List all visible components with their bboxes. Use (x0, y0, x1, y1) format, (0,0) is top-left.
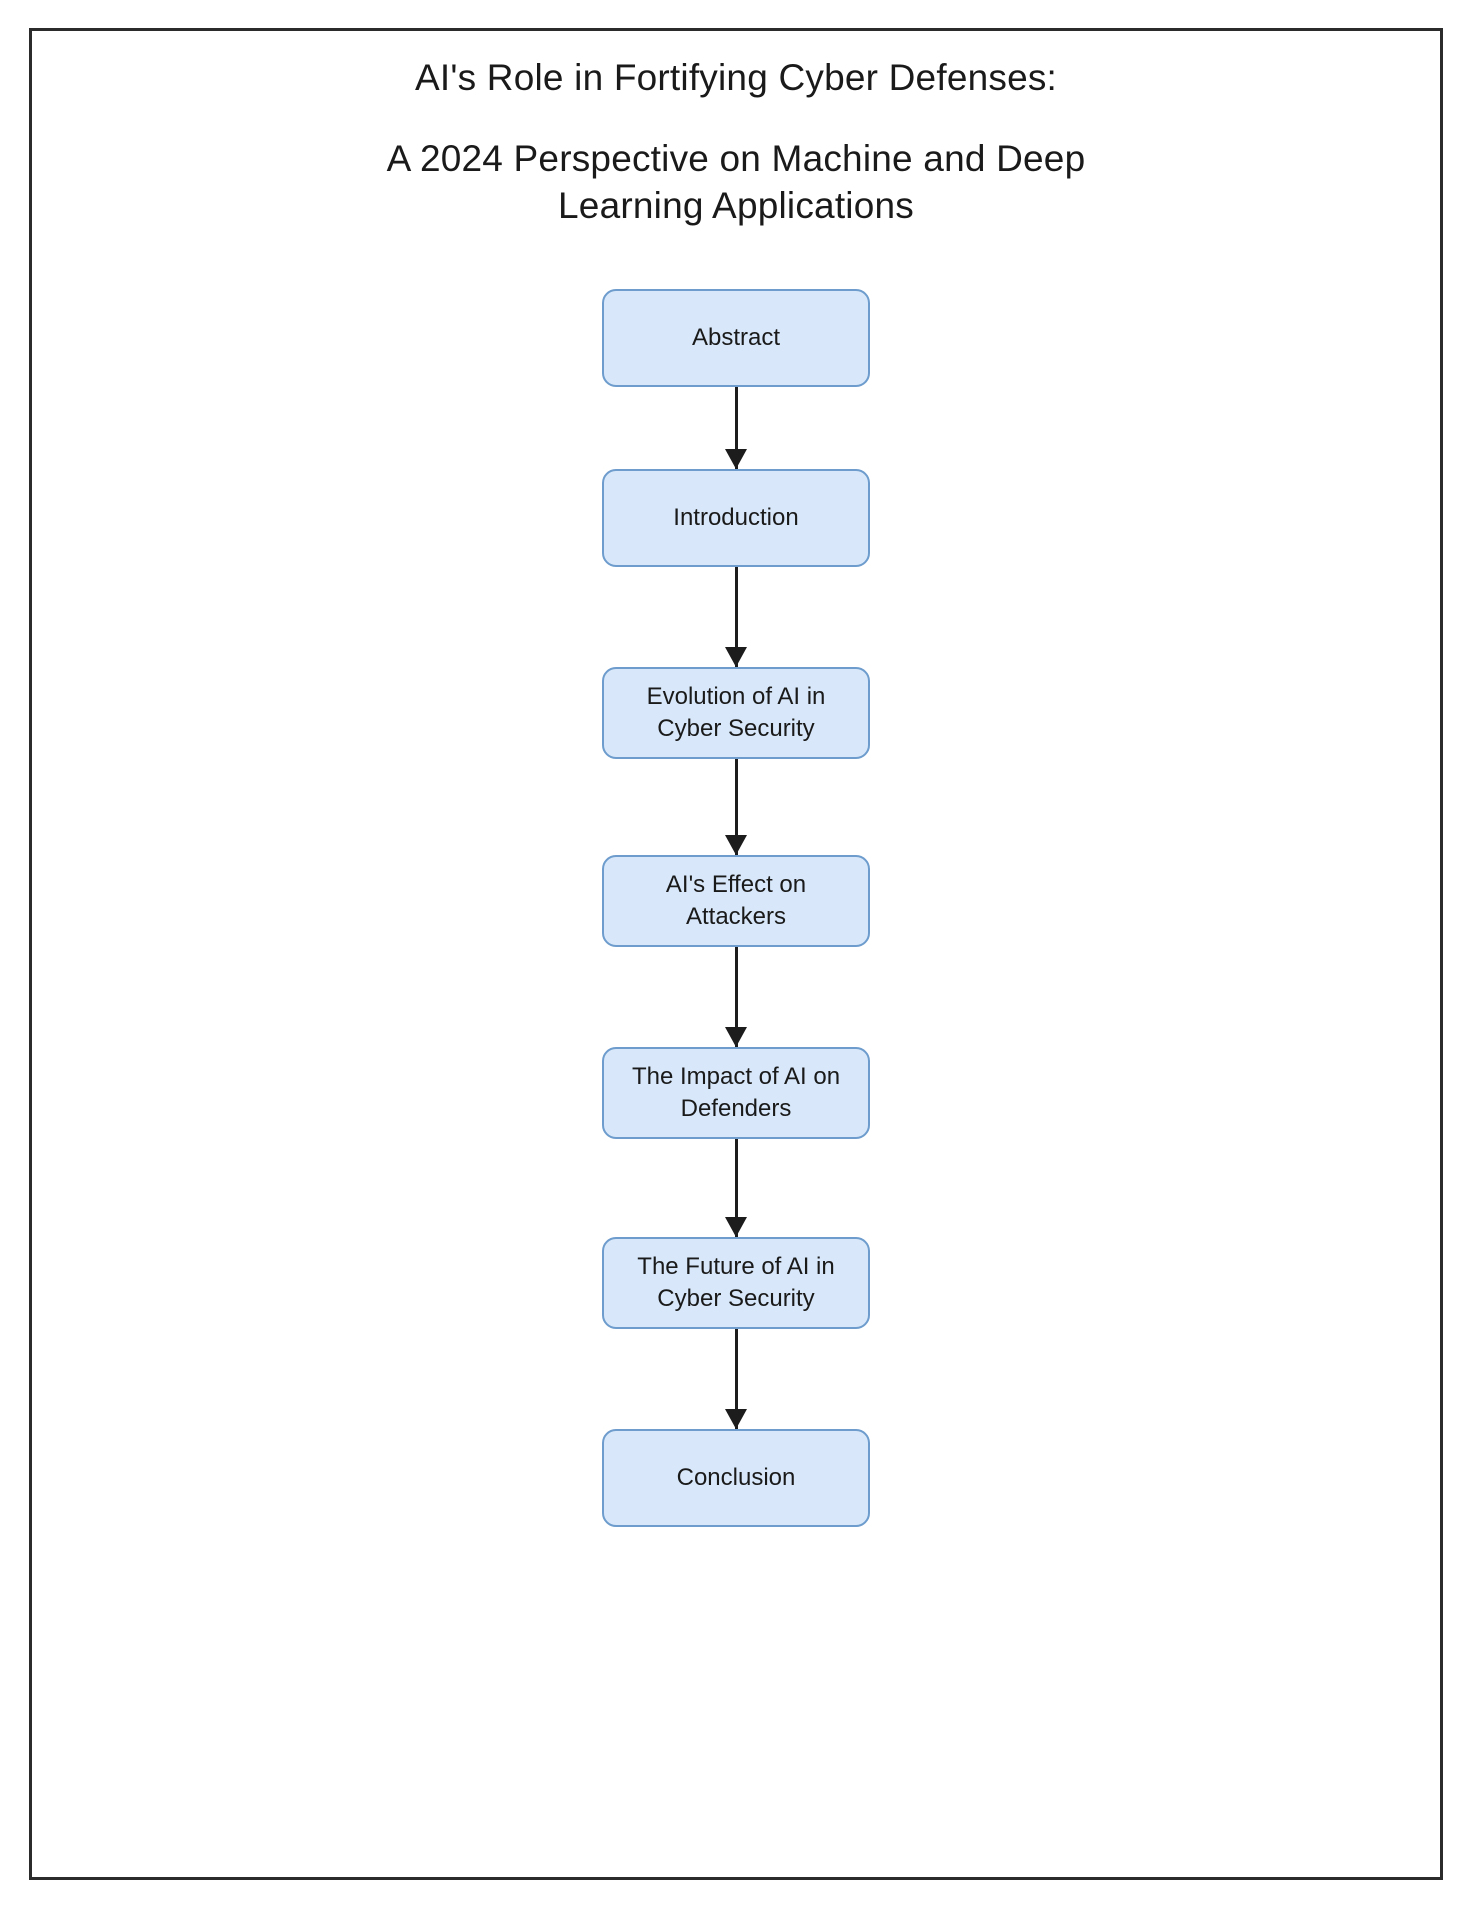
flow-node-label: The Impact of AI on Defenders (631, 1062, 841, 1122)
arrow-head-down-icon (725, 449, 747, 469)
flow-node-label: AI's Effect on Attackers (665, 870, 807, 930)
flow-node-label: The Future of AI in Cyber Security (637, 1252, 835, 1312)
flow-node-conclusion[interactable]: Conclusion (602, 1429, 870, 1527)
flow-node-evolution-of-ai-in-cyber-security[interactable]: Evolution of AI in Cyber Security (602, 667, 870, 759)
arrow-shaft (734, 759, 738, 855)
flow-node-label: Introduction (673, 503, 799, 531)
flow-node-label: Conclusion (676, 1463, 796, 1491)
arrow-head-down-icon (725, 1217, 747, 1237)
flow-node-the-impact-of-ai-on-defenders[interactable]: The Impact of AI on Defenders (602, 1047, 870, 1139)
arrow-head-down-icon (725, 1409, 747, 1429)
flow-node-introduction[interactable]: Introduction (602, 469, 870, 567)
flowchart: Abstract Introduction Evolution of AI in… (32, 289, 1440, 1527)
arrow-shaft (734, 1139, 738, 1237)
arrow-head-down-icon (725, 647, 747, 667)
flow-node-ais-effect-on-attackers[interactable]: AI's Effect on Attackers (602, 855, 870, 947)
flow-arrow-introduction-to-evolution (724, 567, 748, 667)
flow-arrow-future-to-conclusion (724, 1329, 748, 1429)
flow-node-label: Evolution of AI in Cyber Security (646, 682, 826, 742)
flow-arrow-attackers-to-defenders (724, 947, 748, 1047)
flow-node-abstract[interactable]: Abstract (602, 289, 870, 387)
diagram-frame: AI's Role in Fortifying Cyber Defenses: … (29, 28, 1443, 1880)
arrow-shaft (734, 387, 738, 469)
flow-node-label: Abstract (691, 323, 781, 351)
page-title: AI's Role in Fortifying Cyber Defenses: … (32, 59, 1440, 224)
title-line-3: Learning Applications (558, 185, 914, 226)
flow-arrow-defenders-to-future (724, 1139, 748, 1237)
arrow-shaft (734, 947, 738, 1047)
flow-arrow-evolution-to-attackers (724, 759, 748, 855)
flow-node-the-future-of-ai-in-cyber-security[interactable]: The Future of AI in Cyber Security (602, 1237, 870, 1329)
arrow-head-down-icon (725, 835, 747, 855)
title-line-2: A 2024 Perspective on Machine and Deep (386, 138, 1086, 179)
arrow-shaft (734, 1329, 738, 1429)
title-line-1: AI's Role in Fortifying Cyber Defenses: (414, 57, 1058, 98)
flow-arrow-abstract-to-introduction (724, 387, 748, 469)
arrow-head-down-icon (725, 1027, 747, 1047)
arrow-shaft (734, 567, 738, 667)
